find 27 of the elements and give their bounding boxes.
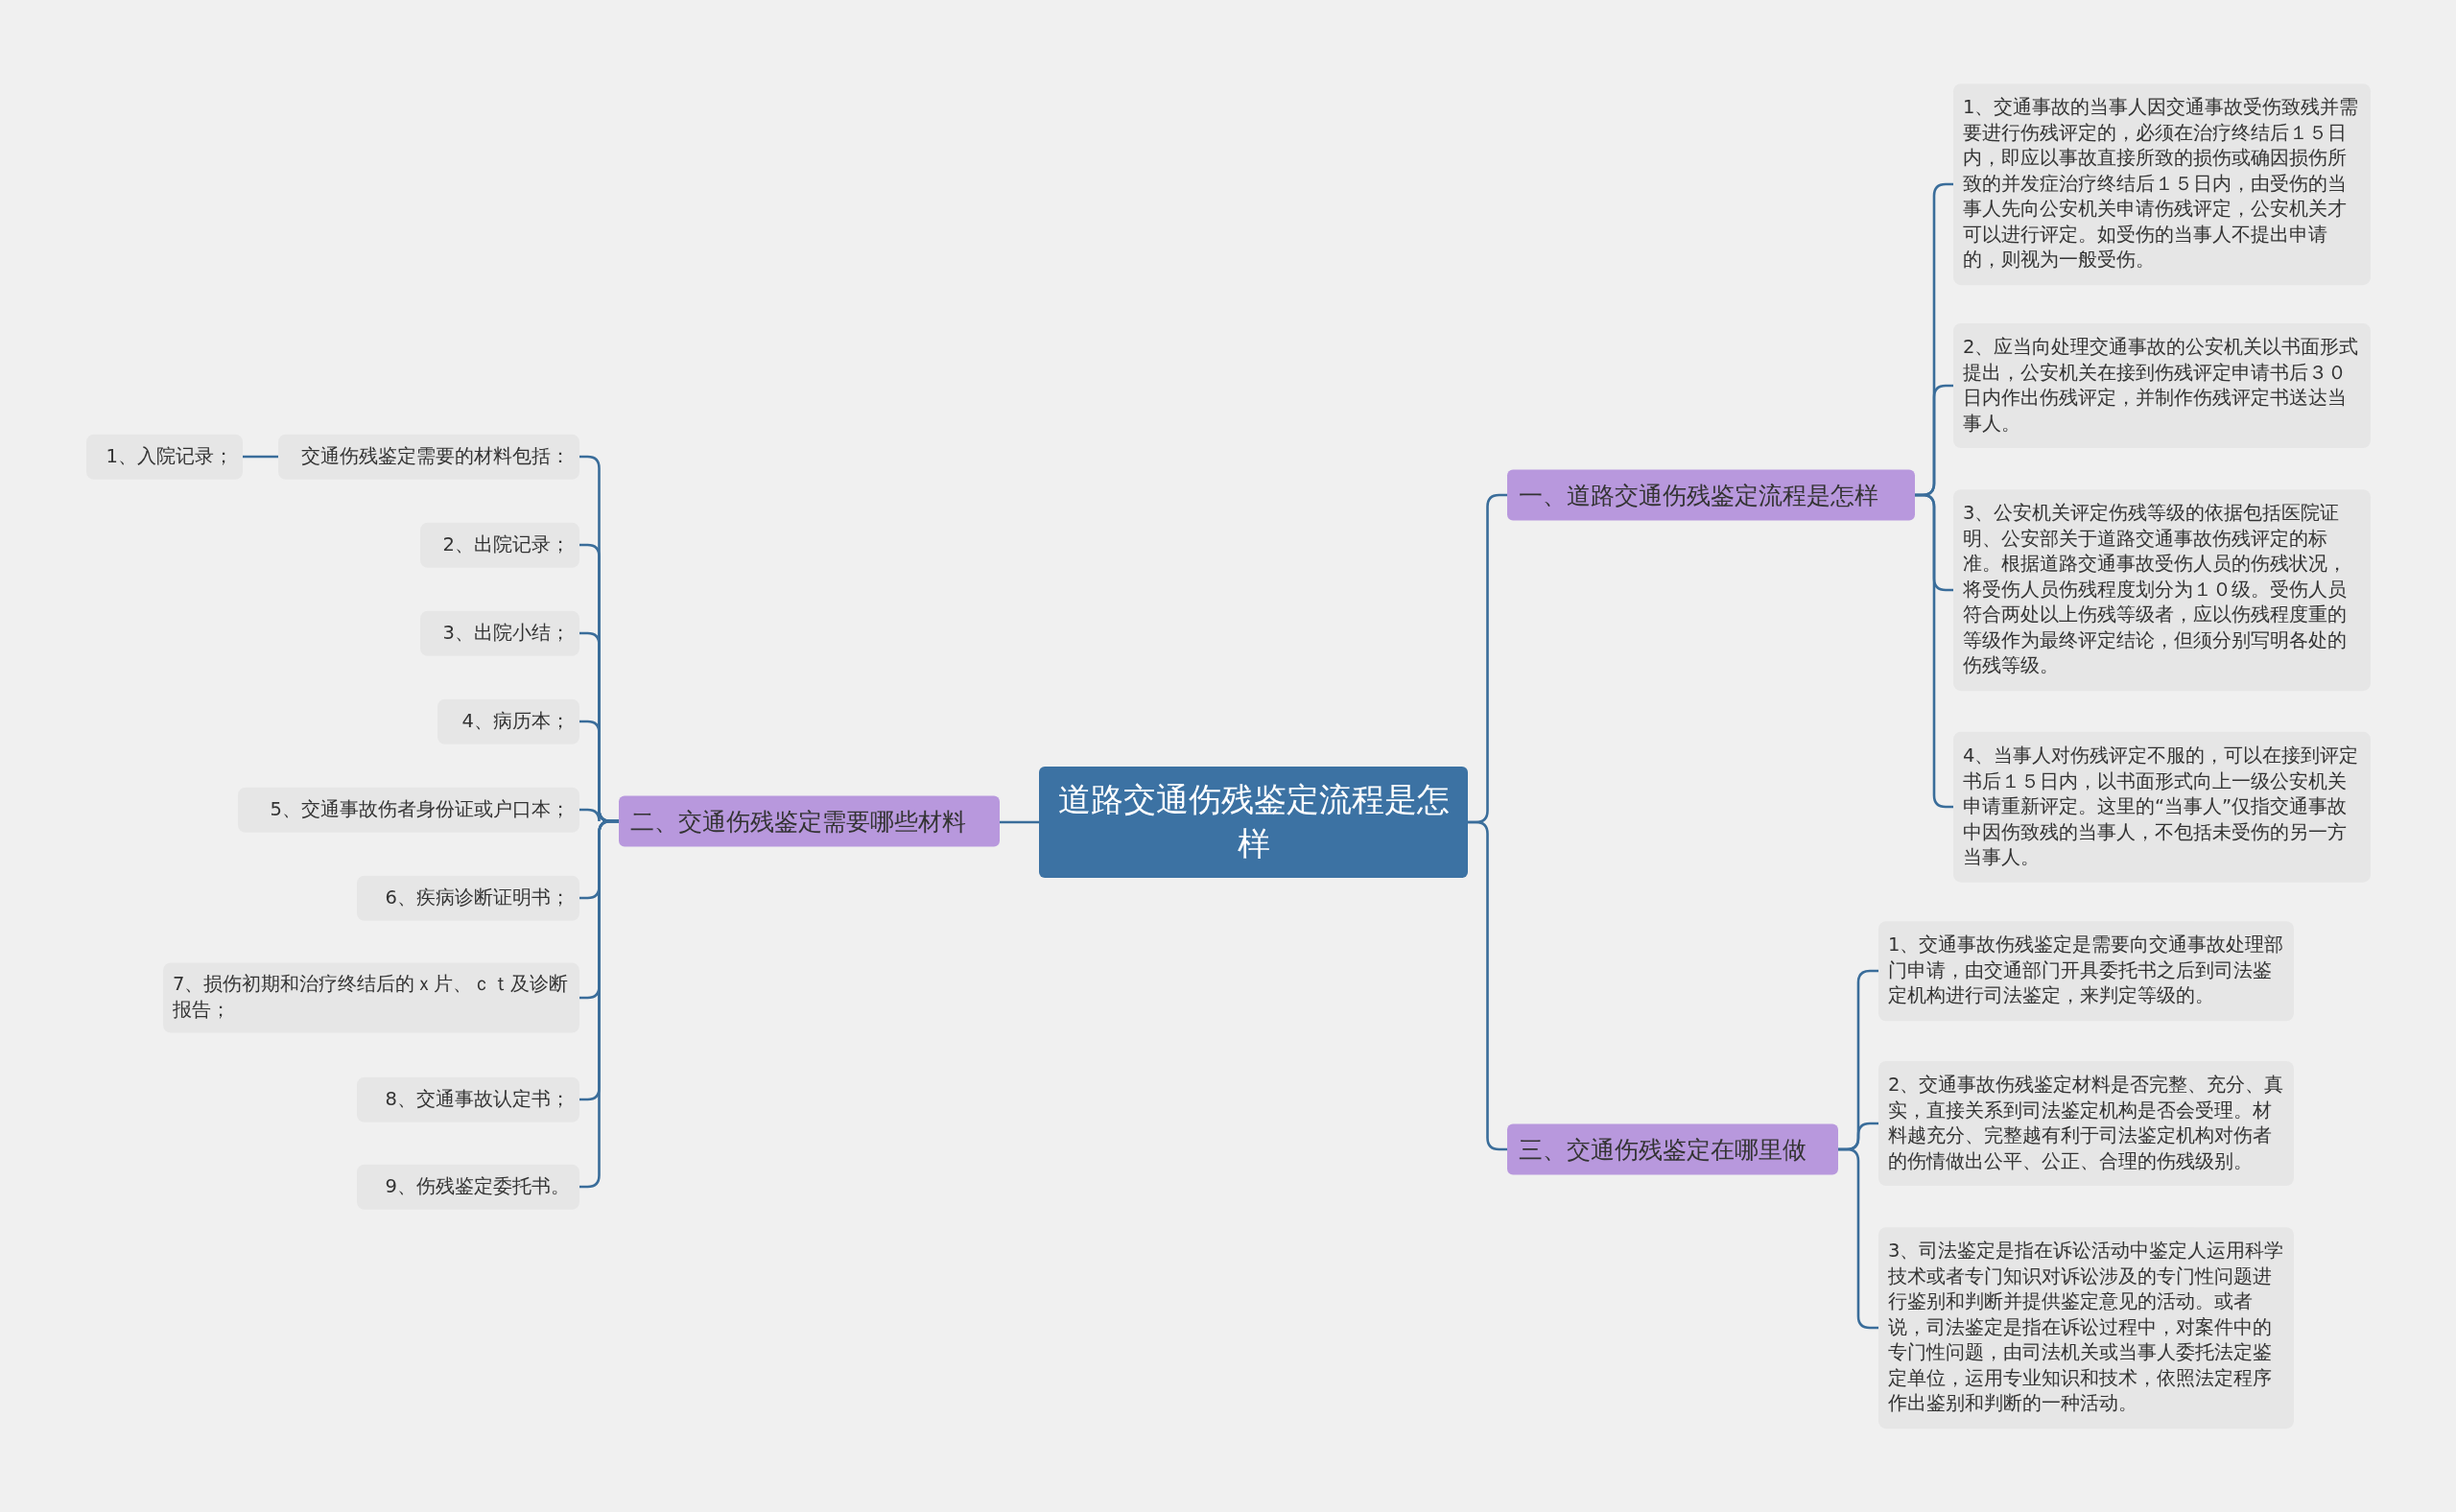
note-box: 1、交通事故伤残鉴定是需要向交通事故处理部门申请，由交通部门开具委托书之后到司法鉴定机构进行司法鉴定，来判定等级的。 (1878, 921, 2294, 1021)
note-box: 6、疾病诊断证明书； (357, 875, 579, 921)
connector-line (579, 819, 619, 1189)
central-topic-box: 道路交通伤残鉴定流程是怎样 (1039, 767, 1468, 878)
note-box: 9、伤残鉴定委托书。 (357, 1164, 579, 1210)
connector-line (1000, 820, 1039, 824)
branch-topic-box: 二、交通伤残鉴定需要哪些材料 (619, 795, 1000, 847)
connector-line (1838, 1147, 1878, 1330)
note-box: 3、公安机关评定伤残等级的依据包括医院证明、公安部关于道路交通事故伤残评定的标准。根据道路交通事故受伤人员的伤残状况，将受伤人员伤残程度划分为１０级。受伤人员符合两处以上伤残等级者，应以伤残程度重的等级作为最终评定结论，但须分别写明各处的伤残等级。 (1953, 489, 2371, 691)
note-box: 4、当事人对伤残评定不服的，可以在接到评定书后１５日内，以书面形式向上一级公安机关申请重新评定。这里的“当事人”仅指交通事故中因伤致残的当事人，不包括未受伤的另一方当事人。 (1953, 731, 2371, 883)
note-box: 2、交通事故伤残鉴定材料是否完整、充分、真实，直接关系到司法鉴定机构是否会受理。材料越充分、完整越有利于司法鉴定机构对伤者的伤情做出公平、公正、合理的伤残级别。 (1878, 1060, 2294, 1187)
connector-line (1915, 493, 1953, 809)
note-box: 7、损伤初期和治疗终结后的ｘ片、ｃｔ及诊断报告； (163, 962, 579, 1033)
note-box: 1、入院记录； (86, 434, 243, 480)
connector-line (243, 455, 278, 459)
note-box: 3、出院小结； (420, 610, 579, 656)
note-box: 4、病历本； (437, 698, 579, 744)
note-box: 交通伤残鉴定需要的材料包括： (278, 434, 579, 480)
connector-line (1468, 820, 1507, 1151)
branch-topic-box: 三、交通伤残鉴定在哪里做 (1507, 1123, 1838, 1175)
note-box: 5、交通事故伤者身份证或户口本； (238, 787, 579, 833)
branch-topic-box: 一、道路交通伤残鉴定流程是怎样 (1507, 469, 1915, 521)
note-box: 8、交通事故认定书； (357, 1076, 579, 1122)
note-box: 2、出院记录； (420, 522, 579, 568)
note-box: 2、应当向处理交通事故的公安机关以书面形式提出，公安机关在接到伤残评定申请书后３０日内作出伤残评定，并制作伤残评定书送达当事人。 (1953, 322, 2371, 449)
note-box: 1、交通事故的当事人因交通事故受伤致残并需要进行伤残评定的，必须在治疗终结后１５日内，即应以事故直接所致的损伤或确因损伤所致的并发症治疗终结后１５日内，由受伤的当事人先向公安机关申请伤残评定，公安机关才可以进行评定。如受伤的当事人不提出申请的，则视为一般受伤。 (1953, 83, 2371, 285)
note-box: 3、司法鉴定是指在诉讼活动中鉴定人运用科学技术或者专门知识对诉讼涉及的专门性问题进行鉴别和判断并提供鉴定意见的活动。或者说，司法鉴定是指在诉讼过程中，对案件中的专门性问题，由司法机关或当事人委托法定鉴定单位，运用专业知识和技术，依照法定程序作出鉴别和判断的一种活动。 (1878, 1227, 2294, 1429)
